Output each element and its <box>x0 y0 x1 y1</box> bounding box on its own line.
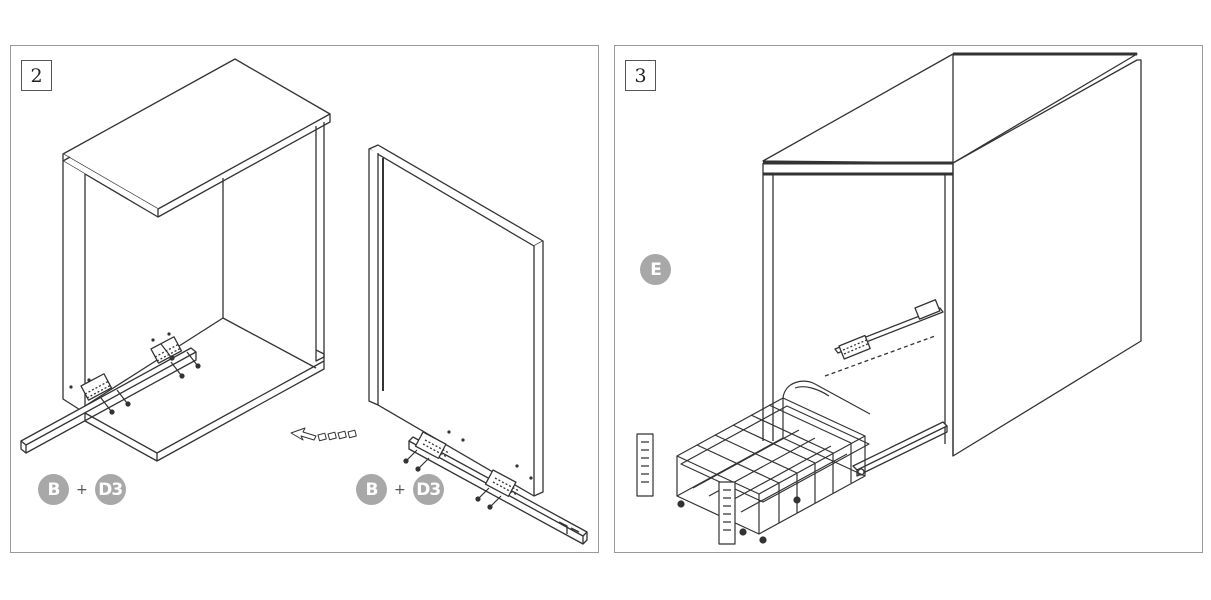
step-2-panel: 2 <box>10 45 599 553</box>
drawer-runner-right <box>408 431 588 545</box>
part-badge-b: B <box>356 474 387 505</box>
part-badge-d3: D3 <box>412 474 444 505</box>
drawer-runner-left <box>20 336 197 454</box>
step-3-panel: 3 <box>614 45 1203 553</box>
part-badge-b: B <box>38 474 69 505</box>
step-number-2: 2 <box>21 60 52 91</box>
step-2-illustration <box>20 58 588 545</box>
step-number-3: 3 <box>625 60 656 91</box>
plus-sign: + <box>76 481 88 498</box>
part-badge-d3: D3 <box>94 474 126 505</box>
part-label-left: B + D3 <box>38 474 126 505</box>
cabinet-carcass <box>762 52 1142 457</box>
screw-icon <box>69 332 201 415</box>
screw-icon <box>403 430 533 510</box>
step-3-illustration <box>636 52 1142 545</box>
plus-sign: + <box>394 481 406 498</box>
drawer-runner <box>824 299 948 477</box>
wire-pull-out-basket <box>636 380 871 545</box>
part-label-right: B + D3 <box>356 474 444 505</box>
cabinet-carcass <box>62 58 331 462</box>
part-badge-e: E <box>640 254 671 285</box>
direction-arrow-icon <box>290 427 357 442</box>
cabinet-side-panel <box>368 144 544 497</box>
